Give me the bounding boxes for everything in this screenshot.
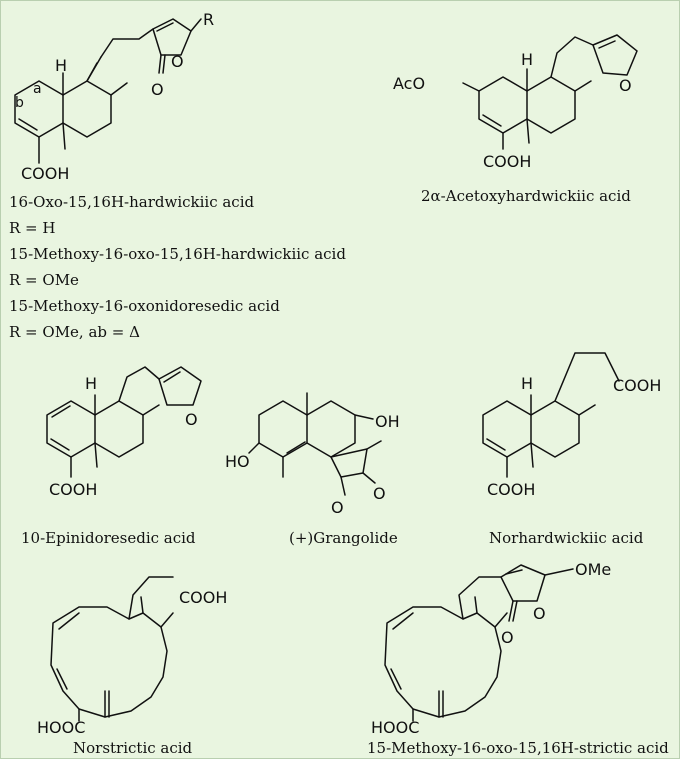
compound-name: 15-Methoxy-16-oxo-15,16H-hardwickiic aci…: [9, 245, 346, 263]
compound-name: (+)Grangolide: [289, 529, 398, 547]
r-substituent-text: R = OMe, ab = Δ: [9, 323, 140, 341]
hydrogen-label: H: [55, 56, 67, 75]
hydroxyl-label: OH: [375, 412, 400, 431]
r-group-label: R: [203, 10, 214, 29]
compound-name: 16-Oxo-15,16H-hardwickiic acid: [9, 193, 255, 211]
cooh-label: COOH: [179, 588, 227, 607]
carbonyl-oxygen-label: O: [151, 80, 164, 99]
structure-grangolide: [248, 392, 382, 496]
ring-oxygen-label: O: [171, 52, 184, 71]
compound-name: 15-Methoxy-16-oxonidoresedic acid: [9, 297, 280, 315]
compound-name: 10-Epinidoresedic acid: [21, 529, 196, 547]
acetoxy-label: AcO: [393, 74, 425, 93]
compound-name: Norstrictic acid: [73, 739, 193, 757]
structure-norhardwickiic-acid: [482, 352, 620, 478]
cooh-label: COOH: [21, 164, 69, 183]
furan-oxygen-label: O: [619, 76, 632, 95]
bond-a-label: a: [33, 81, 42, 97]
structure-epinidoresedic-acid: [46, 366, 202, 478]
cooh-label: COOH: [49, 480, 97, 499]
r-substituent-text: R = OMe: [9, 271, 79, 289]
hydroxyl-label: HO: [225, 452, 250, 471]
hydrogen-label: H: [521, 374, 533, 393]
cooh-label: COOH: [483, 152, 531, 171]
r-substituent-text: R = H: [9, 219, 55, 237]
lactone-oxygen-label: O: [331, 498, 344, 517]
methoxy-label: OMe: [575, 560, 611, 579]
hydrogen-label: H: [521, 50, 533, 69]
furan-oxygen-label: O: [185, 410, 198, 429]
carbonyl-oxygen-label: O: [373, 484, 386, 503]
structure-norstrictic-acid: [50, 576, 174, 722]
structure-acetoxyhardwickiic-acid: [462, 34, 638, 150]
structure-16-oxo-hardwickiic-acid: [14, 18, 202, 164]
hooc-label: HOOC: [37, 718, 85, 737]
compound-name: 15-Methoxy-16-oxo-15,16H-strictic acid: [367, 739, 669, 757]
carbonyl-oxygen-label: O: [501, 628, 514, 647]
hydrogen-label: H: [85, 374, 97, 393]
cooh-label: COOH: [613, 376, 661, 395]
ring-oxygen-label: O: [533, 604, 546, 623]
bond-b-label: b: [15, 95, 24, 111]
structure-methoxy-strictic-acid: [384, 564, 574, 722]
compound-name: 2α-Acetoxyhardwickiic acid: [421, 187, 631, 205]
cooh-label: COOH: [487, 480, 535, 499]
compound-name: Norhardwickiic acid: [489, 529, 644, 547]
hooc-label: HOOC: [371, 718, 419, 737]
